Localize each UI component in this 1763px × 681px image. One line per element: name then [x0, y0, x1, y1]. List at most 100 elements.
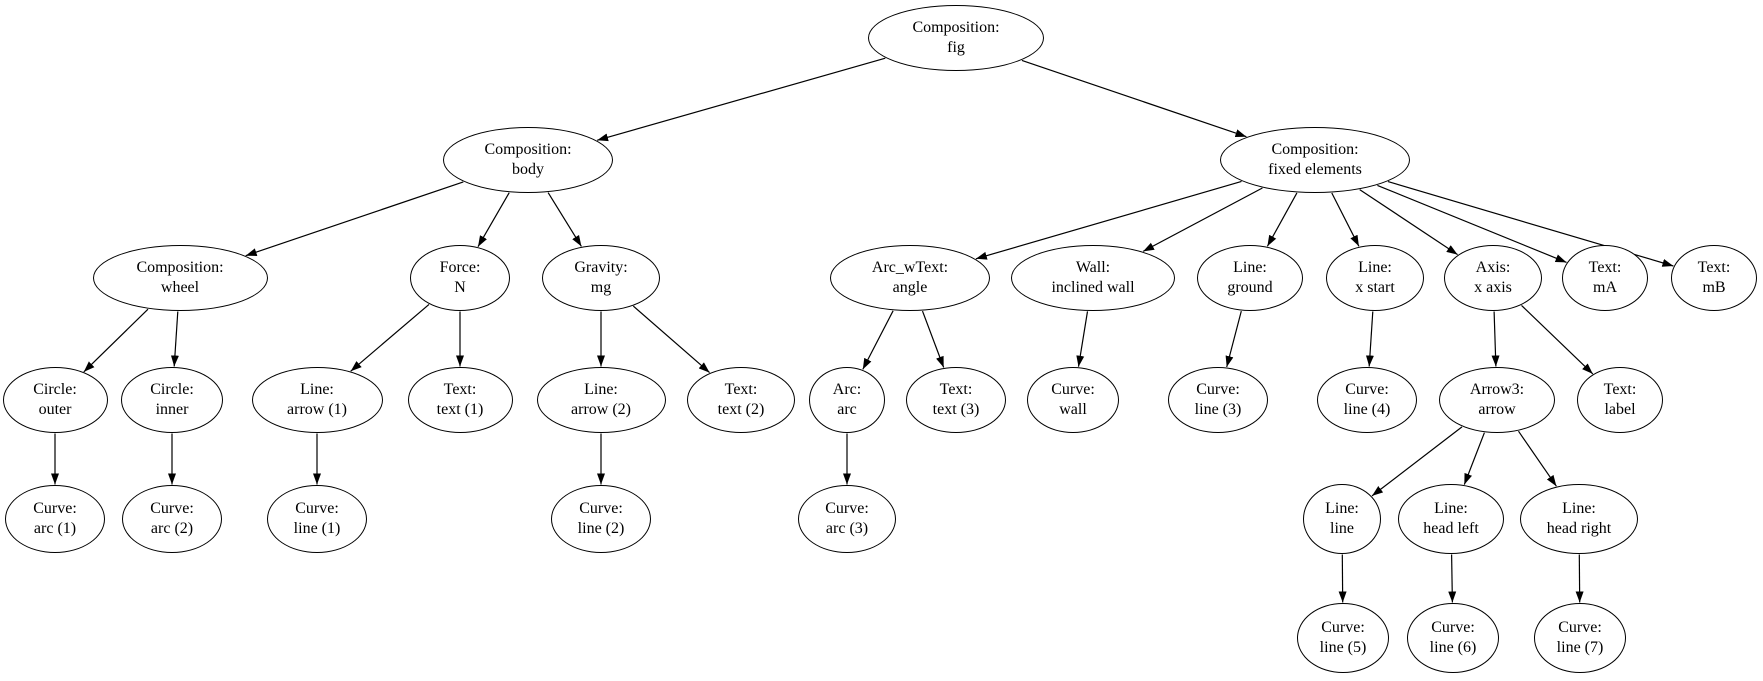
- node-type-label: Force:: [439, 259, 481, 277]
- node-name-label: angle: [892, 279, 928, 296]
- tree-node-fig: Composition:fig: [868, 5, 1044, 71]
- node-name-label: head right: [1546, 520, 1612, 537]
- node-name-label: head left: [1423, 520, 1479, 537]
- tree-node-body: Composition: body: [443, 127, 613, 193]
- edge-fig-to-body: [596, 57, 886, 142]
- node-name-label: line (4): [1343, 401, 1391, 418]
- node-type-label: Arrow3:: [1469, 381, 1525, 399]
- edge-gravity-to-text2: [632, 305, 710, 374]
- edge-fixed-to-ground: [1266, 192, 1298, 247]
- tree-node-ground: Line: ground: [1197, 245, 1303, 311]
- node-type-label: Text:: [939, 381, 973, 399]
- edge-arcwtext-to-text3: [921, 310, 945, 368]
- node-name-label: arc (1): [33, 520, 77, 537]
- tree-node-inner: Circle: inner: [121, 367, 223, 433]
- node-type-label: Circle:: [150, 381, 194, 399]
- node-name-label: inner: [155, 401, 189, 418]
- node-type-label: Text:: [443, 381, 477, 399]
- tree-node-xaxis: Axis:x axis: [1444, 245, 1542, 311]
- node-type-label: Curve:: [1345, 381, 1389, 399]
- node-name-label: mB: [1702, 279, 1726, 296]
- node-type-label: Line:: [584, 381, 618, 399]
- node-name-label: body: [512, 161, 544, 178]
- tree-node-arrow1: Line:arrow (1): [251, 367, 383, 433]
- node-name-label: line (3): [1194, 401, 1242, 418]
- tree-node-headleft: Line: head left: [1398, 484, 1504, 554]
- node-type-label: Curve:: [1321, 619, 1365, 637]
- node-name-label: line (2): [577, 520, 625, 537]
- node-name-label: arc (3): [825, 520, 869, 537]
- tree-node-arrow2: Line: arrow (2): [536, 367, 666, 433]
- tree-node-xstart: Line:x start: [1326, 245, 1424, 311]
- tree-node-line3: Curve: line (3): [1168, 367, 1268, 433]
- node-type-label: Composition:: [1271, 141, 1359, 159]
- node-type-label: Composition:: [912, 19, 1000, 37]
- node-type-label: Circle:: [33, 381, 77, 399]
- node-type-label: Wall:: [1075, 259, 1111, 277]
- tree-node-gravity: Gravity: mg: [542, 245, 660, 311]
- edge-xstart-to-line4: [1365, 311, 1374, 367]
- node-type-label: Curve:: [1196, 381, 1240, 399]
- node-name-label: mg: [590, 279, 612, 296]
- node-type-label: Text:: [724, 381, 758, 399]
- node-type-label: Line:: [1233, 259, 1267, 277]
- node-name-label: arrow (2): [571, 401, 631, 418]
- node-type-label: Line:: [1434, 500, 1468, 518]
- tree-node-line1: Curve: line (1): [267, 485, 367, 553]
- edge-arrow3-to-headright: [1518, 430, 1557, 487]
- node-name-label: text (3): [932, 401, 980, 418]
- edge-headleft-to-line6: [1448, 554, 1457, 603]
- node-type-label: Curve:: [579, 500, 623, 518]
- node-name-label: ground: [1227, 279, 1273, 296]
- edge-body-to-forceN: [477, 192, 510, 248]
- node-type-label: Line:: [300, 381, 334, 399]
- node-type-label: Curve:: [1051, 381, 1095, 399]
- tree-node-forceN: Force:N: [410, 245, 510, 311]
- tree-node-text3: Text: text (3): [906, 367, 1006, 433]
- node-name-label: line: [1330, 520, 1354, 537]
- tree-node-label: Text:label: [1577, 367, 1663, 433]
- edge-arrow3-to-headleft: [1463, 432, 1485, 485]
- node-type-label: Line:: [1325, 500, 1359, 518]
- edge-fig-to-fixed: [1021, 59, 1247, 138]
- tree-node-curvewall: Curve: wall: [1027, 367, 1119, 433]
- tree-node-line4: Curve: line (4): [1317, 367, 1417, 433]
- node-name-label: line (1): [293, 520, 341, 537]
- tree-node-line6: Curve: line (6): [1407, 603, 1499, 673]
- node-name-label: wheel: [160, 279, 200, 296]
- tree-node-wall: Wall: inclined wall: [1011, 245, 1175, 311]
- node-name-label: outer: [38, 401, 72, 418]
- tree-node-arc3: Curve:arc (3): [798, 485, 896, 553]
- node-type-label: Curve:: [1558, 619, 1602, 637]
- tree-node-arrow3: Arrow3: arrow: [1439, 367, 1555, 433]
- tree-node-text1: Text:text (1): [407, 367, 513, 433]
- node-type-label: Composition:: [136, 259, 224, 277]
- node-type-label: Axis:: [1475, 259, 1511, 277]
- node-name-label: fixed elements: [1268, 161, 1362, 178]
- node-type-label: Curve:: [1431, 619, 1475, 637]
- tree-node-arcwtext: Arc_wText:angle: [830, 245, 990, 311]
- edge-fixed-to-xstart: [1331, 192, 1360, 247]
- tree-node-line5: Curve: line (5): [1297, 603, 1389, 673]
- node-name-label: line (7): [1556, 639, 1604, 656]
- node-name-label: line (5): [1319, 639, 1367, 656]
- edge-wall-to-curvewall: [1076, 311, 1089, 367]
- node-type-label: Curve:: [33, 500, 77, 518]
- node-type-label: Curve:: [295, 500, 339, 518]
- node-name-label: mA: [1593, 279, 1617, 296]
- node-type-label: Arc_wText:: [871, 259, 949, 277]
- edge-xaxis-to-label: [1521, 304, 1594, 375]
- tree-node-wheel: Composition: wheel: [92, 245, 268, 311]
- node-name-label: arrow: [1478, 401, 1516, 418]
- tree-node-line7: Curve: line (7): [1534, 603, 1626, 673]
- node-type-label: Line:: [1358, 259, 1392, 277]
- tree-node-text2: Text:text (2): [687, 367, 795, 433]
- edge-arcwtext-to-arc: [862, 310, 894, 370]
- node-type-label: Composition:: [484, 141, 572, 159]
- node-name-label: wall: [1059, 401, 1087, 418]
- node-type-label: Gravity:: [574, 259, 628, 277]
- node-name-label: line (6): [1429, 639, 1477, 656]
- tree-node-outer: Circle: outer: [2, 367, 108, 433]
- node-name-label: inclined wall: [1051, 279, 1135, 296]
